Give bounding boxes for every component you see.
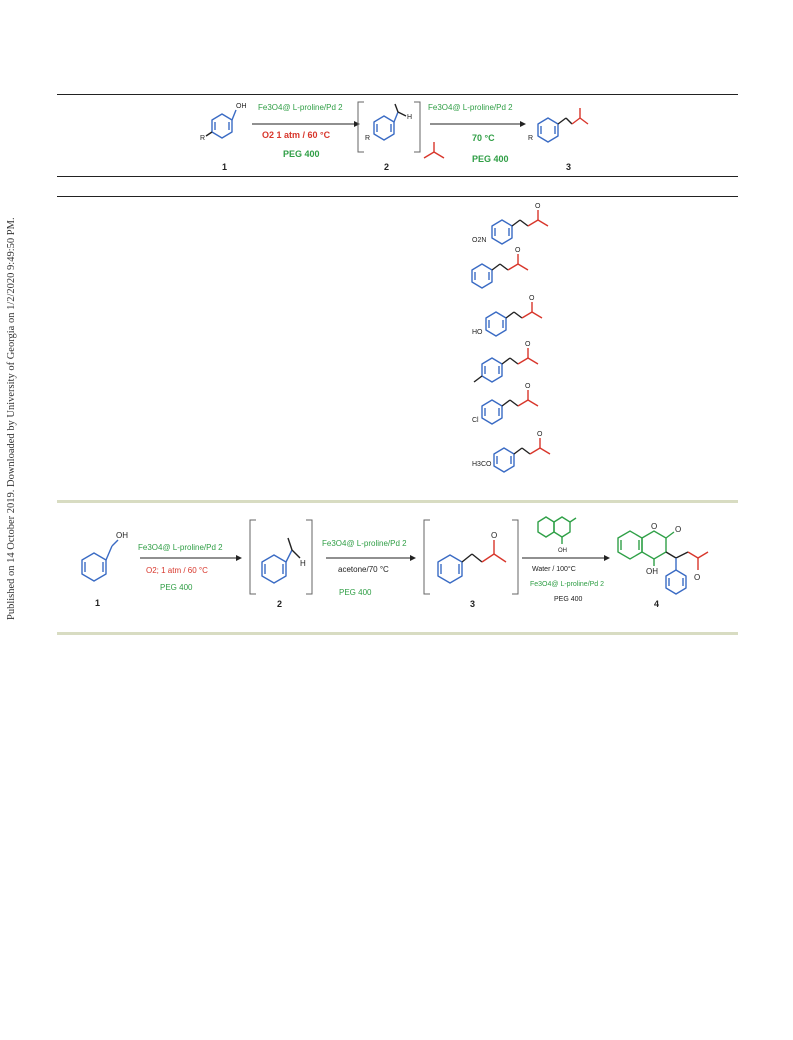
scheme-1-general-reaction: OH R 1 Fe3O4@ L-proline/Pd 2 O2 1 atm / … [200, 101, 589, 172]
step3-catalyst: Fe3O4@ L-proline/Pd 2 [530, 581, 604, 588]
atom-o: O [694, 573, 700, 582]
atom-o: O [675, 525, 681, 534]
compound-label-1: 1 [95, 598, 100, 608]
compound-label-2: 2 [384, 162, 389, 172]
compound-label-2: 2 [277, 599, 282, 609]
enone-structure: R [528, 108, 589, 143]
substituent-label: Cl [472, 417, 479, 424]
substituent-label: O2N [472, 237, 486, 244]
step2-catalyst: Fe3O4@ L-proline/Pd 2 [428, 103, 513, 112]
carbonyl-oxygen: O [535, 203, 541, 210]
atom-o: O [491, 531, 497, 540]
download-watermark: Published on 14 October 2019. Downloaded… [6, 217, 22, 1040]
step2-solvent: PEG 400 [339, 588, 372, 597]
scheme-2-bottom-rule [57, 632, 738, 635]
step1-solvent: PEG 400 [283, 149, 320, 159]
scheme-2-one-pot-synthesis: OH 1 Fe3O4@ L-proline/Pd 2 O2; 1 atm / 6… [81, 516, 709, 609]
substituent-label: HO [472, 329, 483, 336]
acetone-structure [423, 142, 445, 159]
atom-oh: OH [116, 531, 128, 540]
step1-conditions: O2; 1 atm / 60 °C [146, 566, 208, 575]
compound-label-3: 3 [566, 162, 571, 172]
product-row: O O2N [472, 203, 549, 245]
aldehyde-structure: H R [365, 103, 412, 142]
step2-solvent: PEG 400 [472, 154, 509, 164]
step2-conditions: 70 °C [472, 133, 495, 143]
benzaldehyde-structure: H [261, 537, 306, 584]
atom-h: H [300, 559, 306, 568]
compound-label-1: 1 [222, 162, 227, 172]
product-row: O [471, 247, 529, 289]
carbonyl-oxygen: O [529, 295, 535, 302]
benzyl-alcohol-structure: OH R [200, 103, 247, 142]
step1-solvent: PEG 400 [160, 583, 193, 592]
carbonyl-oxygen: O [525, 383, 531, 390]
product-row: O H3CO [472, 431, 551, 473]
step3-conditions: Water / 100°C [532, 565, 576, 573]
product-row: O Cl [472, 383, 539, 425]
atom-oh: OH [236, 103, 247, 110]
warfarin-analog-structure: O O OH O [617, 522, 709, 595]
table-header-rule [57, 176, 738, 177]
product-row: O HO [472, 295, 543, 337]
product-list: O O2N O O HO O [471, 203, 551, 473]
atom-r: R [365, 135, 370, 142]
atom-h: H [407, 114, 412, 121]
hydroxycoumarin-structure: OH [537, 516, 577, 554]
compound-label-4: 4 [654, 599, 659, 609]
table-body-rule [57, 196, 738, 197]
carbonyl-oxygen: O [537, 431, 543, 438]
step1-catalyst: Fe3O4@ L-proline/Pd 2 [138, 543, 223, 552]
atom-oh: OH [646, 567, 658, 576]
step1-conditions: O2 1 atm / 60 °C [262, 130, 331, 140]
step2-catalyst: Fe3O4@ L-proline/Pd 2 [322, 539, 407, 548]
atom-oh: OH [558, 548, 567, 554]
atom-r: R [200, 135, 205, 142]
carbonyl-oxygen: O [525, 341, 531, 348]
carbonyl-oxygen: O [515, 247, 521, 254]
scheme-2-top-rule [57, 500, 738, 503]
step3-solvent: PEG 400 [554, 596, 583, 603]
step1-catalyst: Fe3O4@ L-proline/Pd 2 [258, 103, 343, 112]
benzyl-alcohol-structure: OH [81, 531, 128, 582]
compound-label-3: 3 [470, 599, 475, 609]
table-top-rule [57, 94, 738, 95]
product-row: O [473, 341, 539, 383]
atom-r: R [528, 135, 533, 142]
substituent-label: H3CO [472, 461, 492, 468]
step2-conditions: acetone/70 °C [338, 565, 389, 574]
benzylideneacetone-structure: O [437, 531, 507, 584]
atom-o: O [651, 522, 657, 531]
